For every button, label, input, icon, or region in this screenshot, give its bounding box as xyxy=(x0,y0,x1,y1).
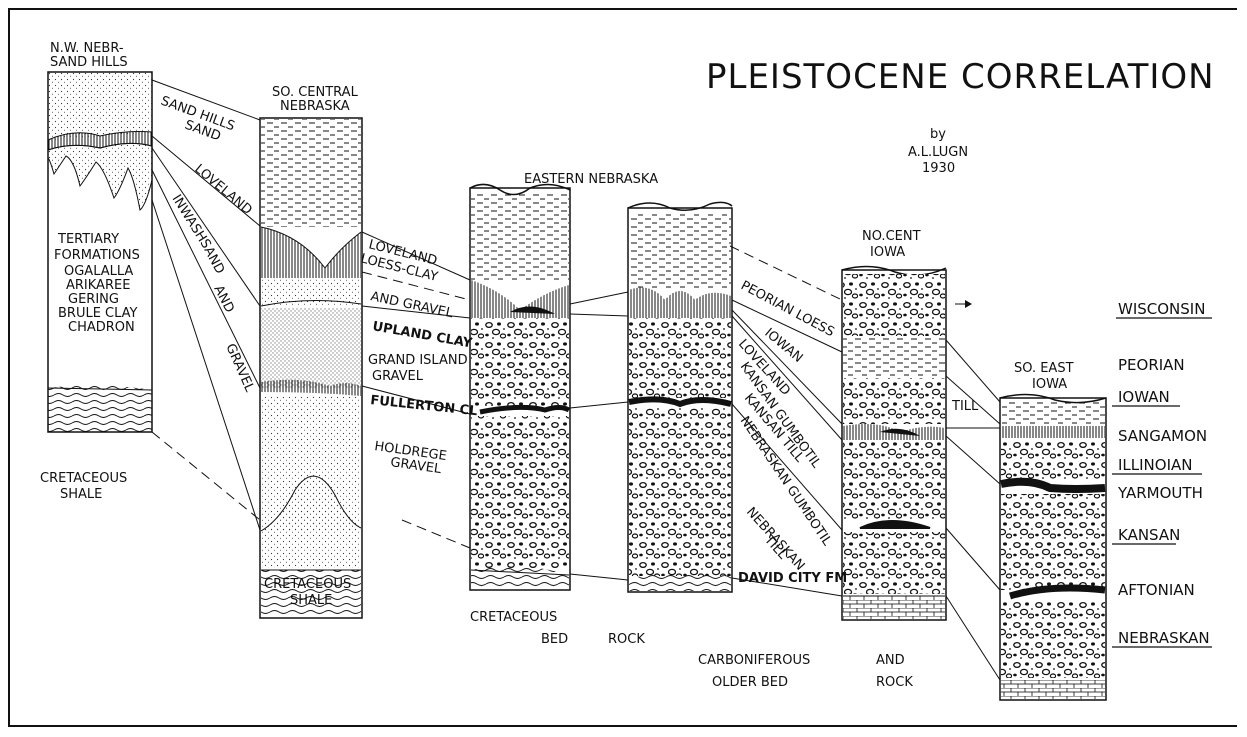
stage-iowan: IOWAN xyxy=(1118,388,1170,406)
column-no-cent-iowa xyxy=(842,266,946,620)
tertiary-line-1: TERTIARY xyxy=(57,232,119,247)
tertiary-line-6: BRULE CLAY xyxy=(58,306,138,321)
stage-nebraskan: NEBRASKAN xyxy=(1118,629,1210,647)
cretaceous-shale-1-line2: SHALE xyxy=(60,487,102,502)
column-eastern-nebraska-a xyxy=(470,184,570,590)
column-so-central-nebraska xyxy=(260,118,362,618)
col-so-east-iowa-line2: IOWA xyxy=(1032,377,1067,392)
stage-kansan: KANSAN xyxy=(1118,526,1180,544)
column-eastern-nebraska-b xyxy=(628,202,732,592)
column-so-east-iowa xyxy=(1000,394,1106,700)
label-gravel: GRAVEL xyxy=(222,342,257,395)
label-sand-2: SAND xyxy=(196,237,227,277)
label-fullerton-cl: FULLERTON CL xyxy=(370,393,478,419)
label-cretaceous-bed-rock-2: BED xyxy=(541,632,568,647)
title-author: A.L.LUGN xyxy=(908,145,968,160)
tertiary-line-2: FORMATIONS xyxy=(54,248,140,263)
title-by: by xyxy=(930,127,946,142)
label-carboniferous-1: CARBONIFEROUS xyxy=(698,653,810,668)
cretaceous-shale-2-line2: SHALE xyxy=(290,593,332,608)
tertiary-line-4: ARIKAREE xyxy=(66,278,130,293)
label-till: TILL xyxy=(951,399,979,414)
label-cretaceous-bed-rock-1: CRETACEOUS xyxy=(470,610,557,625)
col-no-cent-iowa-line1: NO.CENT xyxy=(862,229,921,244)
label-loveland-left: LOVELAND xyxy=(191,162,254,219)
title-year: 1930 xyxy=(922,161,955,176)
cretaceous-shale-1-line1: CRETACEOUS xyxy=(40,471,127,486)
stage-labels: WISCONSIN PEORIAN IOWAN SANGAMON ILLINOI… xyxy=(1112,300,1212,647)
label-carboniferous-3: OLDER BED xyxy=(712,675,788,690)
col-no-cent-iowa-line2: IOWA xyxy=(870,245,905,260)
col-nw-nebr-line2: SAND HILLS xyxy=(50,55,128,70)
label-carboniferous-2: AND xyxy=(876,653,905,668)
label-and: AND xyxy=(210,283,236,315)
stage-peorian: PEORIAN xyxy=(1118,356,1185,374)
cretaceous-shale-2-line1: CRETACEOUS xyxy=(264,577,351,592)
col-so-east-iowa-line1: SO. EAST xyxy=(1014,361,1074,376)
col-so-central-line1: SO. CENTRAL xyxy=(272,85,359,100)
label-grand-island-2: GRAVEL xyxy=(372,369,424,384)
stage-yarmouth: YARMOUTH xyxy=(1117,484,1203,502)
tertiary-line-5: GERING xyxy=(68,292,119,307)
label-upland-clay: UPLAND CLAY xyxy=(371,319,473,351)
label-david-city-fm: DAVID CITY FM xyxy=(738,571,847,586)
label-inwash: INWASH xyxy=(169,192,210,245)
tertiary-line-7: CHADRON xyxy=(68,320,135,335)
stage-wisconsin: WISCONSIN xyxy=(1118,300,1205,318)
stage-aftonian: AFTONIAN xyxy=(1118,581,1195,599)
label-cretaceous-bed-rock-3: ROCK xyxy=(608,632,645,647)
col-so-central-line2: NEBRASKA xyxy=(280,99,350,114)
label-grand-island-1: GRAND ISLAND xyxy=(368,353,468,368)
label-and-gravel: AND GRAVEL xyxy=(369,289,455,321)
label-carboniferous-4: ROCK xyxy=(876,675,913,690)
col-eastern-nebraska: EASTERN NEBRASKA xyxy=(524,172,658,187)
stage-sangamon: SANGAMON xyxy=(1118,427,1207,445)
label-peorian-loess: PEORIAN LOESS xyxy=(738,278,837,340)
diagram-title: PLEISTOCENE CORRELATION xyxy=(706,57,1215,97)
col-nw-nebr-line1: N.W. NEBR- xyxy=(50,41,124,56)
tertiary-line-3: OGALALLA xyxy=(64,264,133,279)
stage-illinoian: ILLINOIAN xyxy=(1118,456,1193,474)
